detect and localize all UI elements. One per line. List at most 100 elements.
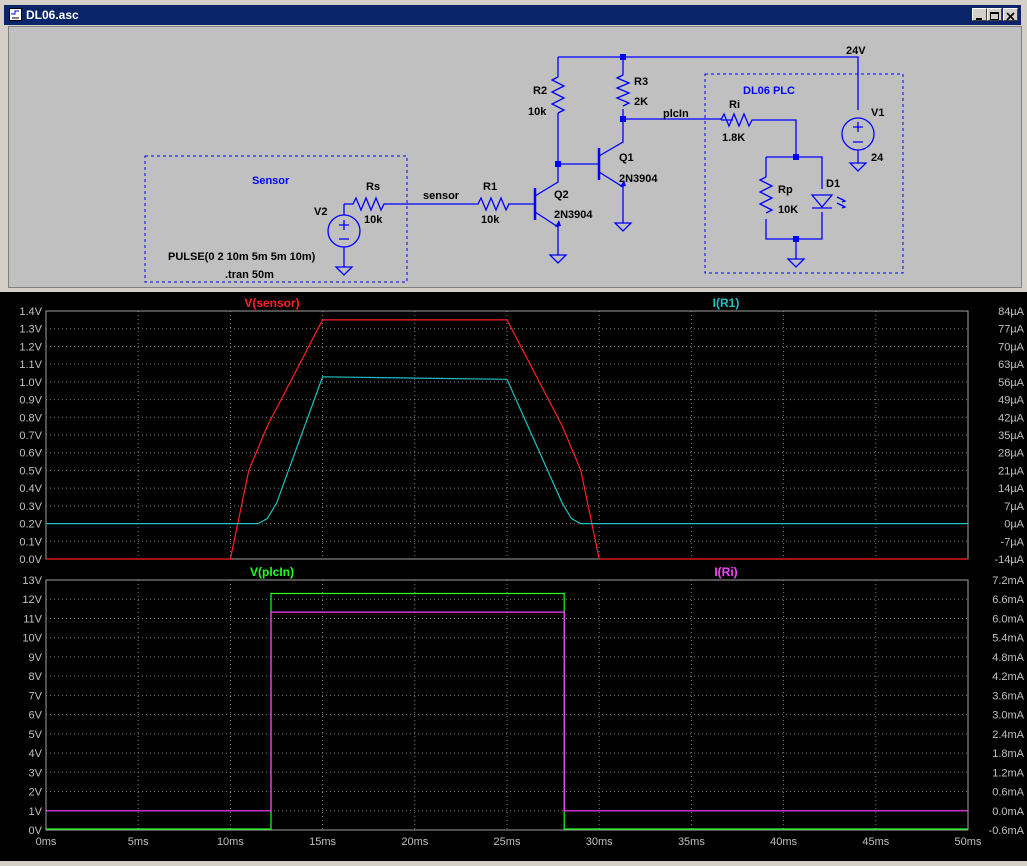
label-r1: R1 (483, 181, 497, 193)
y-tick-label-right: 77µA (998, 324, 1025, 336)
y-tick-label-right: -14µA (994, 554, 1024, 566)
minimize-button[interactable] (972, 8, 987, 21)
y-tick-label-right: 3.6mA (992, 690, 1024, 702)
y-tick-label-right: 1.2mA (992, 767, 1024, 779)
y-tick-label-left: 9V (29, 652, 43, 664)
y-tick-label-left: 1.4V (19, 306, 42, 318)
resistor-r3 (615, 74, 631, 107)
y-tick-label-right: 6.6mA (992, 594, 1024, 606)
y-tick-label-left: 2V (29, 787, 43, 799)
label-rp-value: 10K (778, 204, 798, 216)
label-q2: Q2 (554, 189, 569, 201)
label-r3: R3 (634, 76, 648, 88)
label-rp: Rp (778, 184, 793, 196)
net-label-plcin: plcIn (663, 108, 689, 120)
y-tick-label-right: 6.0mA (992, 613, 1024, 625)
y-tick-label-right: 3.0mA (992, 710, 1024, 722)
y-tick-label-left: 0.6V (19, 448, 42, 460)
label-q2-model: 2N3904 (554, 209, 593, 221)
y-tick-label-right: 0µA (1004, 519, 1024, 531)
y-tick-label-right: 63µA (998, 359, 1025, 371)
ground-plc (786, 257, 806, 268)
x-tick-label: 40ms (770, 836, 797, 848)
label-q1-model: 2N3904 (619, 173, 658, 185)
y-tick-label-left: 11V (23, 613, 42, 625)
trace-i-ri- (46, 611, 968, 812)
label-r2-value: 10k (528, 106, 547, 118)
label-ri: Ri (729, 99, 740, 111)
pulse-directive: PULSE(0 2 10m 5m 5m 10m) (168, 251, 316, 263)
close-button[interactable] (1003, 8, 1018, 21)
y-tick-label-left: 1V (29, 806, 43, 818)
resistor-r1 (405, 196, 510, 212)
y-tick-label-left: 7V (29, 690, 43, 702)
plot-pane-bottom: 0V1V2V3V4V5V6V7V8V9V10V11V12V13V-0.6mA0.… (22, 565, 1024, 848)
x-tick-label: 0ms (36, 836, 57, 848)
y-tick-label-left: 0.2V (19, 519, 42, 531)
label-rs: Rs (366, 181, 380, 193)
y-tick-label-left: 0.7V (19, 430, 42, 442)
y-tick-label-right: 7µA (1004, 501, 1024, 513)
label-ri-value: 1.8K (722, 132, 745, 144)
window-title: DL06.asc (26, 8, 79, 22)
ground-q1 (613, 220, 633, 232)
y-tick-label-left: 4V (29, 748, 43, 760)
y-tick-label-right: 21µA (998, 465, 1025, 477)
x-tick-label: 10ms (217, 836, 244, 848)
resistor-rs (344, 196, 405, 212)
schematic-canvas[interactable]: 24V plcIn sensor R2 10k R3 2K Q1 2N3904 … (8, 26, 1022, 288)
y-tick-label-left: 1.0V (19, 377, 42, 389)
resistor-ri (720, 112, 797, 157)
plot-pane-top: 0.0V0.1V0.2V0.3V0.4V0.5V0.6V0.7V0.8V0.9V… (19, 296, 1024, 566)
maximize-button[interactable] (987, 8, 1002, 21)
y-tick-label-left: 12V (22, 594, 42, 606)
label-q1: Q1 (619, 152, 634, 164)
series-name-label: V(sensor) (244, 296, 299, 310)
y-tick-label-left: 3V (29, 767, 43, 779)
ground-q2 (548, 247, 568, 264)
y-tick-label-left: 0.0V (19, 554, 42, 566)
y-tick-label-right: 49µA (998, 395, 1025, 407)
trace-v-sensor- (46, 319, 968, 560)
title-bar[interactable]: DL06.asc (4, 5, 1021, 25)
y-tick-label-right: 14µA (998, 483, 1025, 495)
label-v2: V2 (314, 206, 327, 218)
resistor-r2 (550, 76, 566, 114)
y-tick-label-left: 0.3V (19, 501, 42, 513)
resistor-rp (758, 176, 774, 214)
x-tick-label: 5ms (128, 836, 149, 848)
label-r2: R2 (533, 85, 547, 97)
y-tick-label-right: 5.4mA (992, 633, 1024, 645)
series-name-label: I(Ri) (714, 565, 737, 579)
x-tick-label: 50ms (955, 836, 982, 848)
y-tick-label-right: 56µA (998, 377, 1025, 389)
y-tick-label-left: 1.1V (19, 359, 42, 371)
y-tick-label-left: 0.9V (19, 395, 42, 407)
x-tick-label: 45ms (862, 836, 889, 848)
schematic-drawing: 24V plcIn sensor R2 10k R3 2K Q1 2N3904 … (144, 45, 904, 283)
y-tick-label-right: 2.4mA (992, 729, 1024, 741)
y-tick-label-left: 0.1V (19, 536, 42, 548)
series-name-label: I(R1) (713, 296, 740, 310)
plc-box (704, 73, 904, 274)
y-tick-label-left: 0.5V (19, 465, 42, 477)
schematic-window: DL06.asc (0, 0, 1027, 292)
schematic-doc-icon (9, 8, 22, 21)
label-r1-value: 10k (481, 214, 500, 226)
y-tick-label-left: 0.8V (19, 412, 42, 424)
waveform-plot[interactable]: 0.0V0.1V0.2V0.3V0.4V0.5V0.6V0.7V0.8V0.9V… (0, 292, 1027, 861)
y-tick-label-left: 13V (22, 575, 42, 587)
label-rs-value: 10k (364, 214, 383, 226)
trace-i-r1- (46, 376, 968, 525)
minimize-icon (976, 18, 982, 20)
y-tick-label-right: 42µA (998, 412, 1025, 424)
series-name-label: V(plcIn) (250, 565, 294, 579)
plc-box-label: DL06 PLC (743, 85, 795, 97)
x-tick-label: 15ms (309, 836, 336, 848)
y-tick-label-left: 1.2V (19, 341, 42, 353)
y-tick-label-right: 0.6mA (992, 787, 1024, 799)
x-tick-label: 35ms (678, 836, 705, 848)
y-tick-label-right: 4.8mA (992, 652, 1024, 664)
net-label-sensor: sensor (423, 190, 460, 202)
